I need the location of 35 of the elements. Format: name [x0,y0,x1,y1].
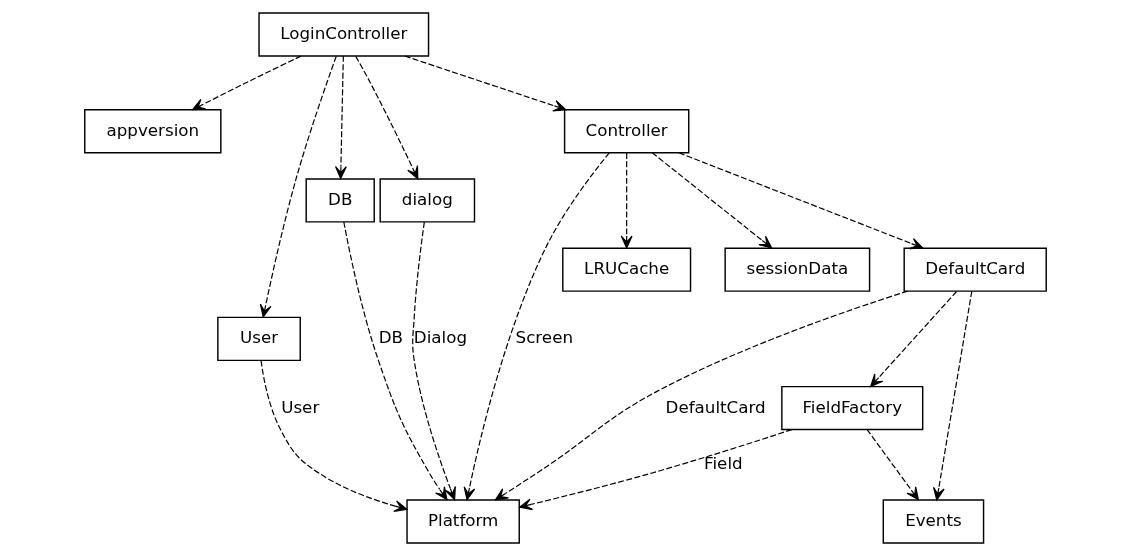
node-box: User [217,316,301,362]
arrow [494,290,909,501]
arrow [404,55,567,112]
node-box: sessionData [724,247,871,292]
edge-label: DefaultCard [665,396,766,417]
arrow [355,55,419,180]
arrow [932,290,973,501]
node-box: Events [882,499,985,544]
node-box: LoginController [258,12,430,57]
arrow [192,55,302,111]
arrow [343,221,448,501]
node-box: Controller [563,109,690,154]
arrow [866,429,919,501]
edge-label: DB [378,327,404,348]
node-box: FieldFactory [781,385,924,431]
edge-label: Dialog [413,327,468,348]
node-box: Platform [406,499,520,544]
arrow [870,290,958,388]
arrow [260,360,408,512]
edge-label: User [281,396,320,417]
node-box: appversion [84,109,222,154]
arrow [412,221,456,501]
node-box: DefaultCard [903,247,1047,292]
node-box: DB [305,178,375,223]
arrow [519,429,793,511]
edge-label: Field [704,453,743,474]
arrow [678,152,924,250]
node-box: LRUCache [562,247,692,292]
node-box: dialog [379,178,476,223]
arrow [259,55,337,318]
arrow [651,152,773,249]
arrow [463,152,610,501]
edge-label: Screen [515,327,574,348]
arrow [334,55,347,180]
arrow [620,152,633,249]
